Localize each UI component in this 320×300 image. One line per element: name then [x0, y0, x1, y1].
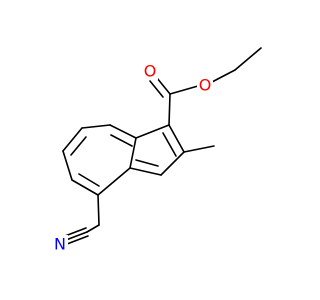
label-mask-nitrile-n: [52, 235, 68, 253]
bond-c8-c7: [81, 124, 111, 129]
bond-c2-methyl: [183, 145, 215, 153]
bond-c1-c2-b: [162, 132, 177, 157]
bond-c8a-c8-a: [109, 124, 137, 139]
bond-nitrile-triple-a: [65, 231, 88, 241]
bond-ester-o-carbonyl-c: [169, 85, 199, 95]
bond-c5-c4-b: [78, 173, 100, 187]
molecule-diagram: O O N: [0, 0, 300, 300]
label-mask-carbonyl-o: [142, 62, 158, 80]
diagram-background: [0, 0, 300, 300]
bond-c4-ch2: [97, 194, 100, 226]
bond-ch2-ester-o: [211, 69, 236, 83]
bond-c7-c6-b: [70, 136, 87, 156]
nitrile-nitrogen-label: N: [54, 235, 66, 254]
bond-c3a-c8a: [129, 137, 137, 169]
ester-oxygen-label: O: [199, 76, 212, 95]
bond-c7-c6-a: [62, 127, 83, 152]
label-mask-ester-o: [197, 76, 213, 94]
bond-carbonyl-c-o-b: [149, 80, 164, 98]
bond-carbonyl-c-c1: [168, 93, 171, 126]
carbonyl-oxygen-label: O: [144, 62, 157, 81]
bond-c3-c3a-a: [129, 167, 162, 176]
bond-c1-c2-a: [168, 124, 185, 153]
bond-carbonyl-c-o-a: [156, 77, 171, 95]
atom-labels: O O N: [52, 62, 213, 254]
bond-c6-c5: [62, 150, 73, 181]
bond-c2-c3: [160, 151, 185, 176]
bond-nitrile-triple-c: [66, 235, 89, 245]
bond-c8a-c1: [135, 124, 170, 139]
bond-ethyl-ch3-ch2: [234, 47, 262, 71]
bond-c3-c3a-b: [135, 159, 159, 167]
bond-c5-c4-a: [71, 179, 99, 196]
bond-nitrile-triple-b: [64, 227, 87, 237]
bond-lines: [62, 47, 262, 245]
bond-c8a-c8-b: [110, 134, 133, 147]
bond-c4-c3a: [97, 167, 131, 196]
bond-ch2-nitrile-c: [86, 224, 100, 233]
